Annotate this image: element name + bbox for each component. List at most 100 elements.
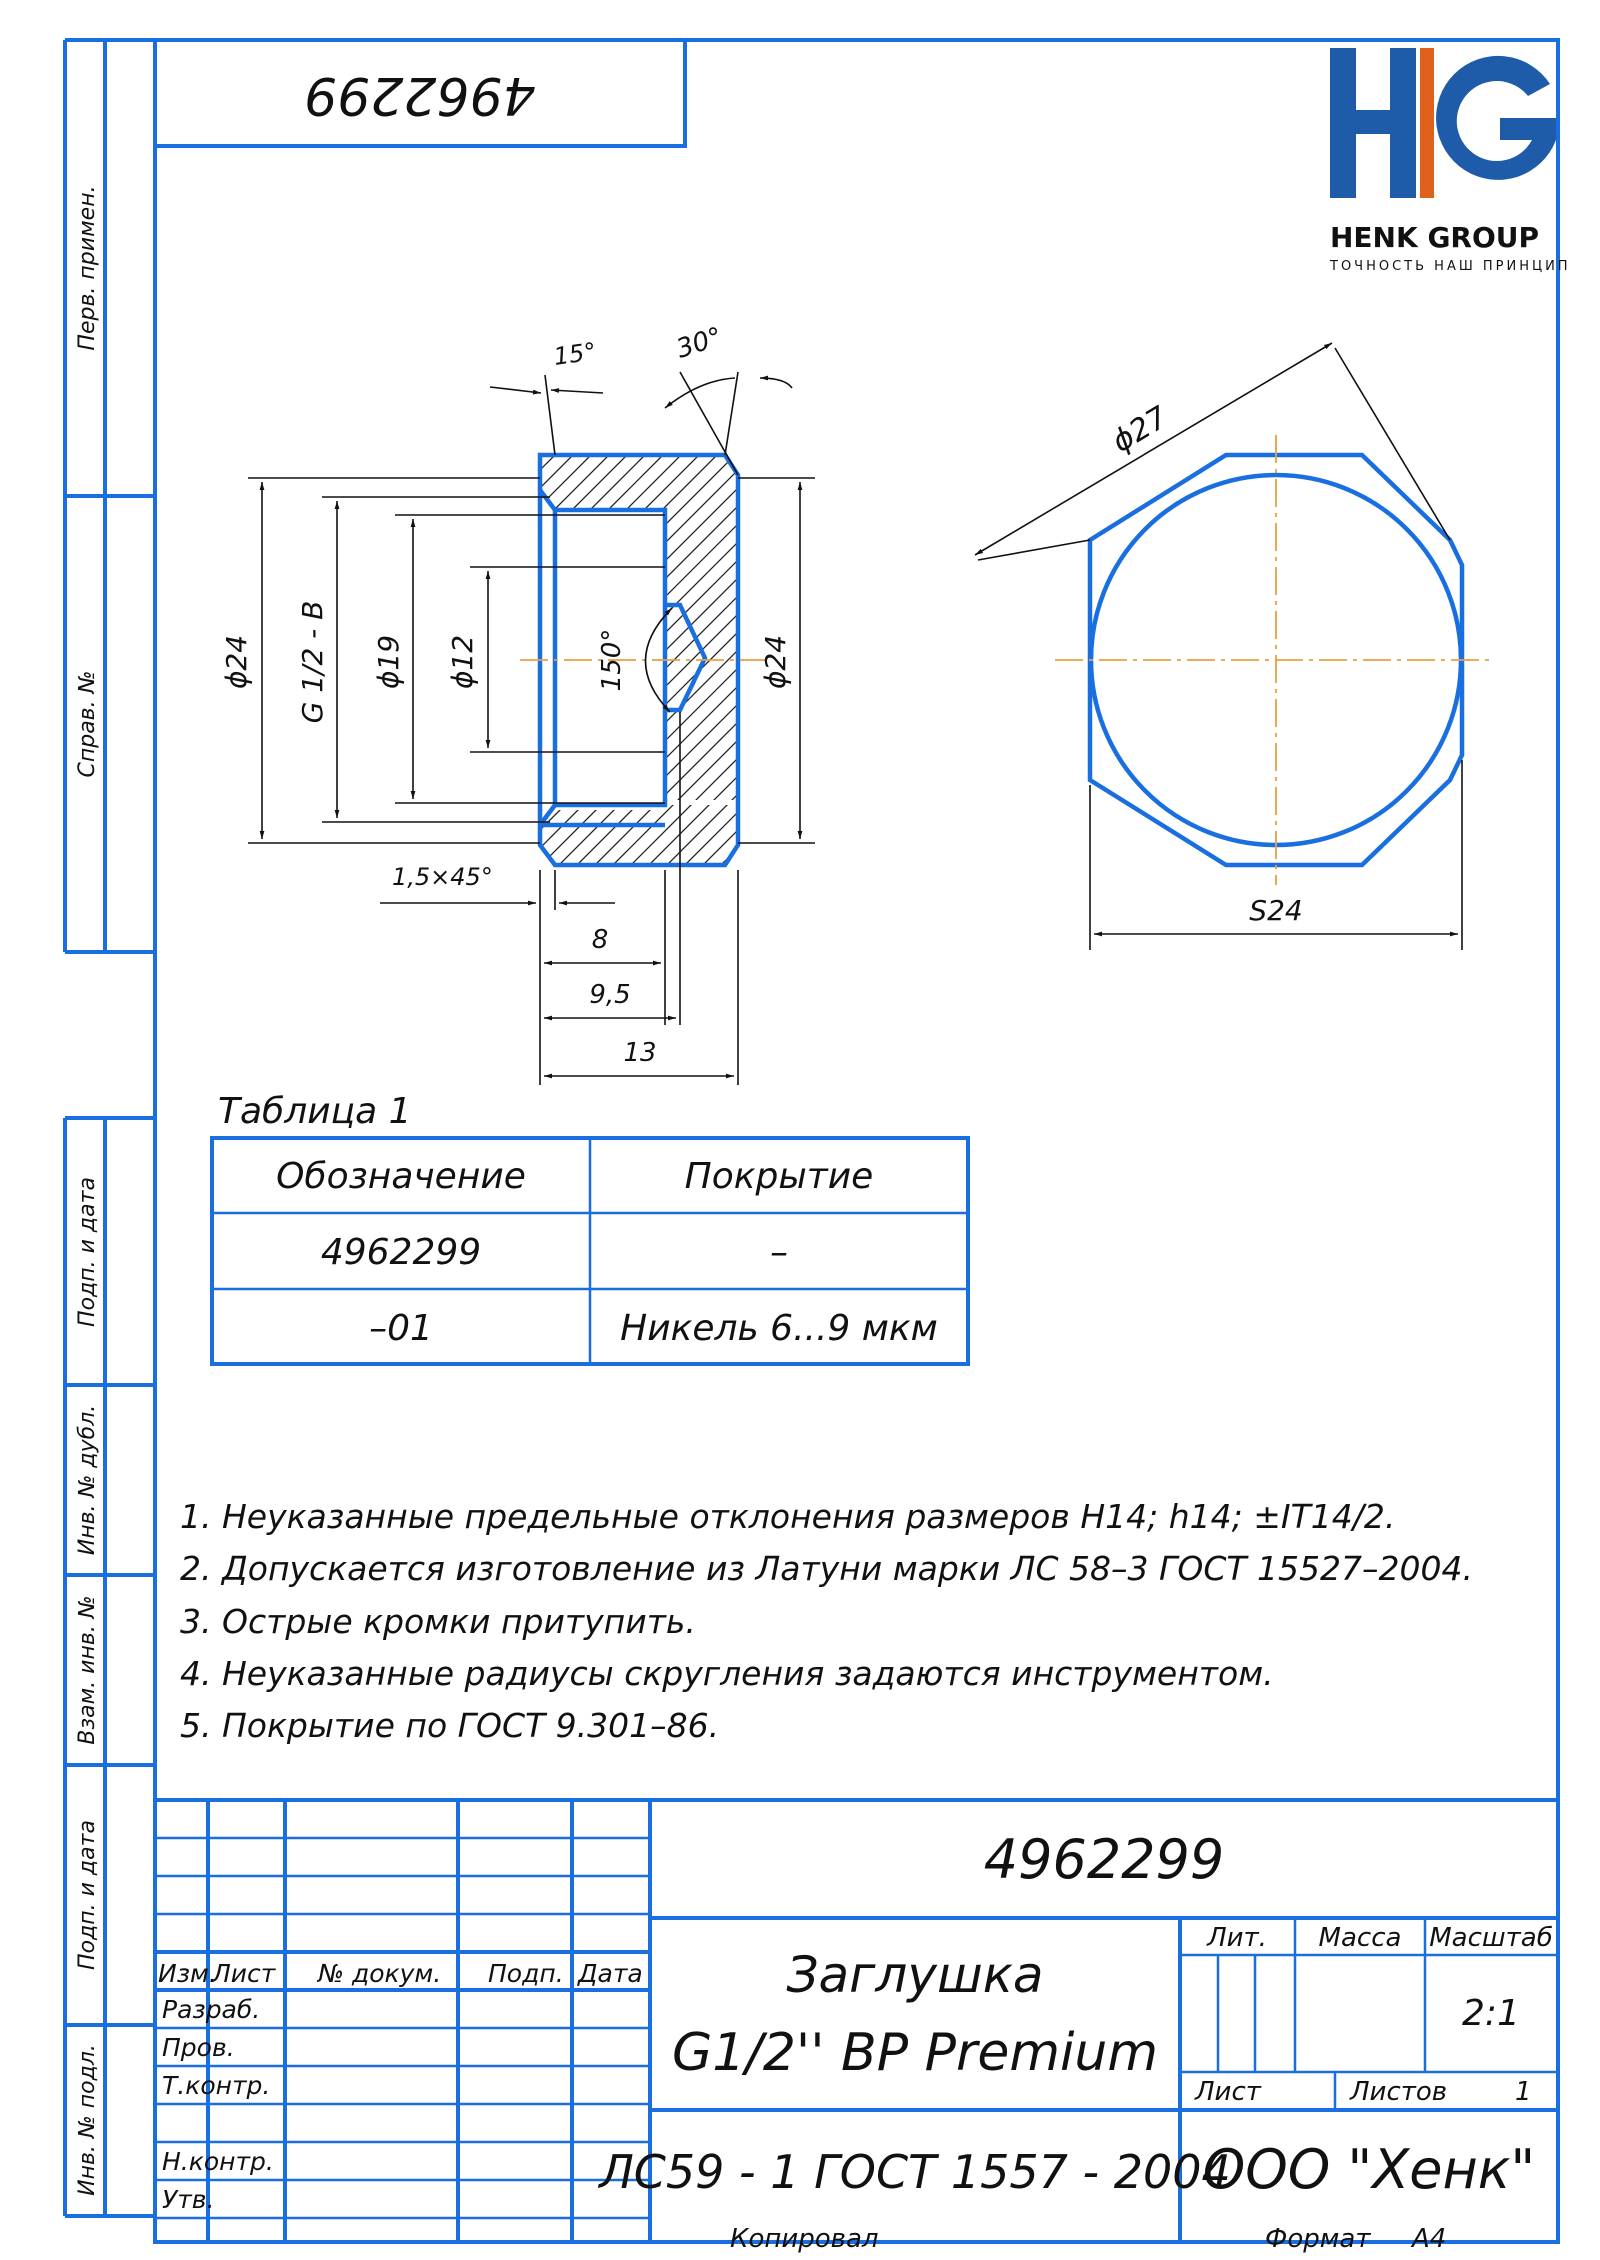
dim-angle-30: 30° bbox=[673, 322, 726, 365]
dim-d24-right: ϕ24 bbox=[759, 635, 792, 689]
hatch-line bbox=[540, 805, 571, 865]
part-name-line1: Заглушка bbox=[786, 1946, 1043, 2004]
hatch-line bbox=[633, 805, 738, 865]
hex-view: ϕ27 S24 bbox=[974, 342, 1495, 950]
hatch-line bbox=[540, 805, 738, 865]
dim-angle-15: 15° bbox=[552, 337, 598, 371]
side-label-inv-podl: Инв. № подл. bbox=[75, 2044, 100, 2196]
dim-angle-150: 150° bbox=[597, 629, 627, 692]
col-podp: Подп. bbox=[488, 1959, 564, 1988]
hatch-line bbox=[0, 440, 300, 880]
title-code: 4962299 bbox=[984, 1828, 1225, 1891]
henk-group-logo: HENK GROUP ТОЧНОСТЬ НАШ ПРИНЦИП bbox=[1329, 48, 1571, 274]
table-header-coating: Покрытие bbox=[685, 1156, 874, 1197]
material: ЛС59 - 1 ГОСТ 1557 - 2004 bbox=[597, 2145, 1231, 2199]
footer-format-label: Формат bbox=[1265, 2224, 1371, 2254]
role-nkontr: Н.контр. bbox=[162, 2147, 274, 2176]
hatch-line bbox=[0, 440, 336, 880]
note-1: 1. Неуказанные предельные отклонения раз… bbox=[180, 1497, 1395, 1536]
note-5: 5. Покрытие по ГОСТ 9.301–86. bbox=[180, 1706, 719, 1745]
part-outline bbox=[537, 452, 741, 868]
side-label-vzam-inv: Взам. инв. № bbox=[75, 1595, 100, 1744]
dim-d24-left: ϕ24 bbox=[220, 635, 253, 689]
side-label-sprav-no: Справ. № bbox=[75, 670, 100, 777]
top-code-rotated: 4962299 bbox=[304, 65, 536, 125]
hatch-line bbox=[0, 440, 336, 880]
dimension-lines bbox=[259, 375, 803, 1079]
hatch-line bbox=[540, 455, 738, 800]
hatch-line bbox=[615, 805, 738, 865]
side-label-perv-primen: Перв. примен. bbox=[75, 185, 100, 350]
col-list: Лист bbox=[211, 1959, 277, 1988]
hatch-line bbox=[540, 455, 738, 800]
hatch-line bbox=[0, 440, 390, 880]
hatch-line bbox=[540, 455, 661, 800]
table-cell-r1c1: 4962299 bbox=[321, 1232, 481, 1273]
note-4: 4. Неуказанные радиусы скругления задают… bbox=[180, 1654, 1274, 1693]
hatch-line bbox=[540, 455, 715, 800]
dim-s24: S24 bbox=[1249, 894, 1302, 927]
footer-copied: Копировал bbox=[730, 2224, 879, 2254]
coating-table: Таблица 1 Обозначение Покрытие 4962299 –… bbox=[210, 1091, 970, 1366]
footer-format-value: A4 bbox=[1410, 2224, 1446, 2254]
side-labels: Перв. примен. Справ. № Подп. и дата Инв.… bbox=[75, 185, 100, 2195]
note-3: 3. Острые кромки притупить. bbox=[180, 1602, 696, 1641]
dim-length-8: 8 bbox=[592, 925, 609, 955]
table-cell-r2c1: –01 bbox=[369, 1308, 433, 1349]
hatch-line bbox=[540, 455, 738, 800]
company: ООО "Хенк" bbox=[1203, 2138, 1536, 2201]
logo-name: HENK GROUP bbox=[1330, 221, 1539, 254]
dim-thread: G 1/2 - B bbox=[296, 601, 329, 724]
col-dokum: № докум. bbox=[316, 1959, 441, 1988]
hatch-line bbox=[0, 440, 300, 880]
dim-length-9-5: 9,5 bbox=[589, 980, 630, 1010]
table-header-designation: Обозначение bbox=[276, 1156, 526, 1197]
dim-length-13: 13 bbox=[623, 1038, 656, 1068]
note-2: 2. Допускается изготовление из Латуни ма… bbox=[180, 1549, 1473, 1588]
hatch-line bbox=[597, 805, 738, 865]
table-cell-r2c2: Никель 6...9 мкм bbox=[620, 1308, 938, 1349]
sheets-value: 1 bbox=[1515, 2077, 1532, 2107]
hatch-line bbox=[0, 440, 318, 880]
footer: Копировал Формат A4 bbox=[730, 2224, 1446, 2254]
table-cell-r1c2: – bbox=[770, 1232, 788, 1273]
table-title: Таблица 1 bbox=[218, 1091, 412, 1132]
dim-d19: ϕ19 bbox=[372, 635, 405, 689]
dim-d12: ϕ12 bbox=[446, 635, 479, 689]
extension-lines bbox=[248, 371, 815, 1085]
role-razrab: Разраб. bbox=[162, 1995, 260, 2024]
title-block: Изм. Лист № докум. Подп. Дата Разраб. Пр… bbox=[155, 1798, 1558, 2242]
hatch-line bbox=[540, 805, 553, 865]
scale-value: 2:1 bbox=[1462, 1993, 1520, 2034]
lit-label: Лит. bbox=[1206, 1923, 1267, 1953]
col-data: Дата bbox=[577, 1959, 643, 1988]
mass-label: Масса bbox=[1319, 1923, 1402, 1953]
side-label-podp-data-2: Подп. и дата bbox=[75, 1820, 100, 1970]
hatch-line bbox=[540, 455, 571, 800]
hatch-line bbox=[540, 455, 738, 800]
hatch-line bbox=[58, 440, 498, 880]
dim-d27: ϕ27 bbox=[1106, 400, 1174, 460]
hatch-line bbox=[0, 440, 318, 880]
part-name-line2: G1/2'' ВР Premium bbox=[672, 2023, 1158, 2083]
sheet-label: Лист bbox=[1194, 2077, 1262, 2107]
hatch-line bbox=[0, 440, 408, 880]
role-tkontr: Т.контр. bbox=[162, 2071, 270, 2100]
hatch-line bbox=[58, 440, 498, 880]
side-label-podp-data-1: Подп. и дата bbox=[75, 1177, 100, 1327]
sheet-frame bbox=[63, 38, 1560, 2244]
hex-outline bbox=[1087, 452, 1465, 868]
role-prov: Пров. bbox=[162, 2033, 235, 2062]
logo-tagline: ТОЧНОСТЬ НАШ ПРИНЦИП bbox=[1329, 259, 1571, 274]
section-view: 15° 30° ϕ24 G 1/2 - B ϕ19 ϕ12 150° ϕ24 1… bbox=[0, 322, 815, 1085]
hatch-line bbox=[0, 440, 390, 880]
drill-point-outline bbox=[665, 602, 708, 713]
dim-chamfer: 1,5×45° bbox=[392, 863, 493, 891]
hatch-line bbox=[540, 455, 553, 800]
side-label-inv-dubl: Инв. № дубл. bbox=[75, 1405, 100, 1556]
hg-logo-icon bbox=[1330, 48, 1556, 198]
role-utv: Утв. bbox=[162, 2185, 214, 2214]
col-izm: Изм. bbox=[158, 1959, 217, 1988]
hex-dimension-lines bbox=[974, 342, 1463, 950]
